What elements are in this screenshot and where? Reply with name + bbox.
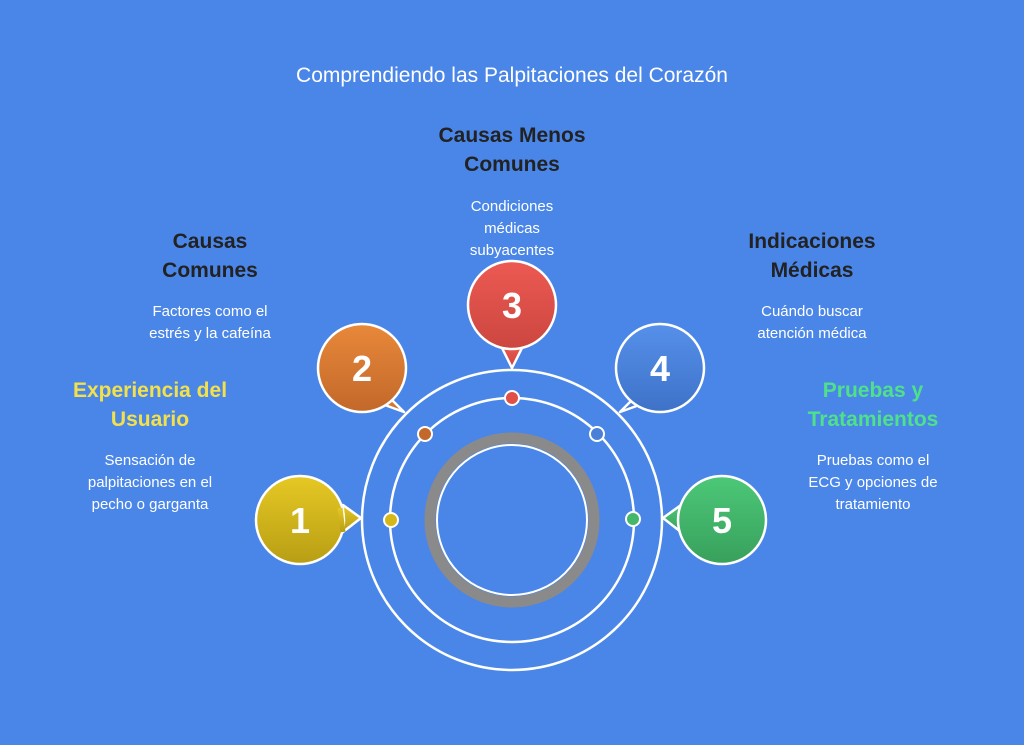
step-3-text: Causas Menos Comunes Condiciones médicas… — [400, 121, 624, 262]
step-3-heading: Causas Menos Comunes — [438, 124, 586, 176]
step-1-text: Experiencia del Usuario Sensación de pal… — [40, 376, 260, 516]
dot-1 — [383, 512, 399, 528]
step-4-text: Indicaciones Médicas Cuándo buscar atenc… — [700, 227, 924, 345]
dot-5 — [625, 511, 641, 527]
step-4-description: Cuándo buscar atención médica — [757, 303, 867, 342]
diagram-title: Comprendiendo las Palpitaciones del Cora… — [296, 64, 728, 87]
step-5-heading: Pruebas y Tratamientos — [807, 379, 939, 431]
step-2-bubble: 2 — [316, 322, 408, 414]
step-1-bubble: 1 — [254, 474, 363, 566]
dot-4 — [589, 426, 605, 442]
outer-ring — [360, 368, 664, 672]
step-4-bubble: 4 — [614, 322, 706, 414]
step-4-number: 4 — [650, 348, 670, 389]
step-2-text: Causas Comunes Factores como el estrés y… — [100, 227, 320, 345]
step-5-bubble: 5 — [661, 474, 768, 566]
step-2-number: 2 — [352, 348, 372, 389]
step-5-text: Pruebas y Tratamientos Pruebas como el E… — [763, 376, 983, 516]
step-3-description: Condiciones médicas subyacentes — [469, 198, 555, 259]
step-4-heading: Indicaciones Médicas — [748, 230, 876, 282]
step-5-description: Pruebas como el ECG y opciones de tratam… — [808, 452, 938, 513]
step-1-description: Sensación de palpitaciones en el pecho o… — [87, 452, 213, 513]
step-3-number: 3 — [502, 285, 522, 326]
inner-ring — [436, 444, 588, 596]
center-ring — [424, 432, 600, 608]
step-3-bubble: 3 — [466, 259, 558, 370]
step-1-number: 1 — [290, 500, 310, 541]
dot-2 — [417, 426, 433, 442]
step-5-number: 5 — [712, 500, 732, 541]
step-1-heading: Experiencia del Usuario — [72, 379, 228, 431]
step-2-description: Factores como el estrés y la cafeína — [149, 303, 271, 342]
dot-3 — [504, 390, 520, 406]
step-2-heading: Causas Comunes — [162, 230, 258, 282]
